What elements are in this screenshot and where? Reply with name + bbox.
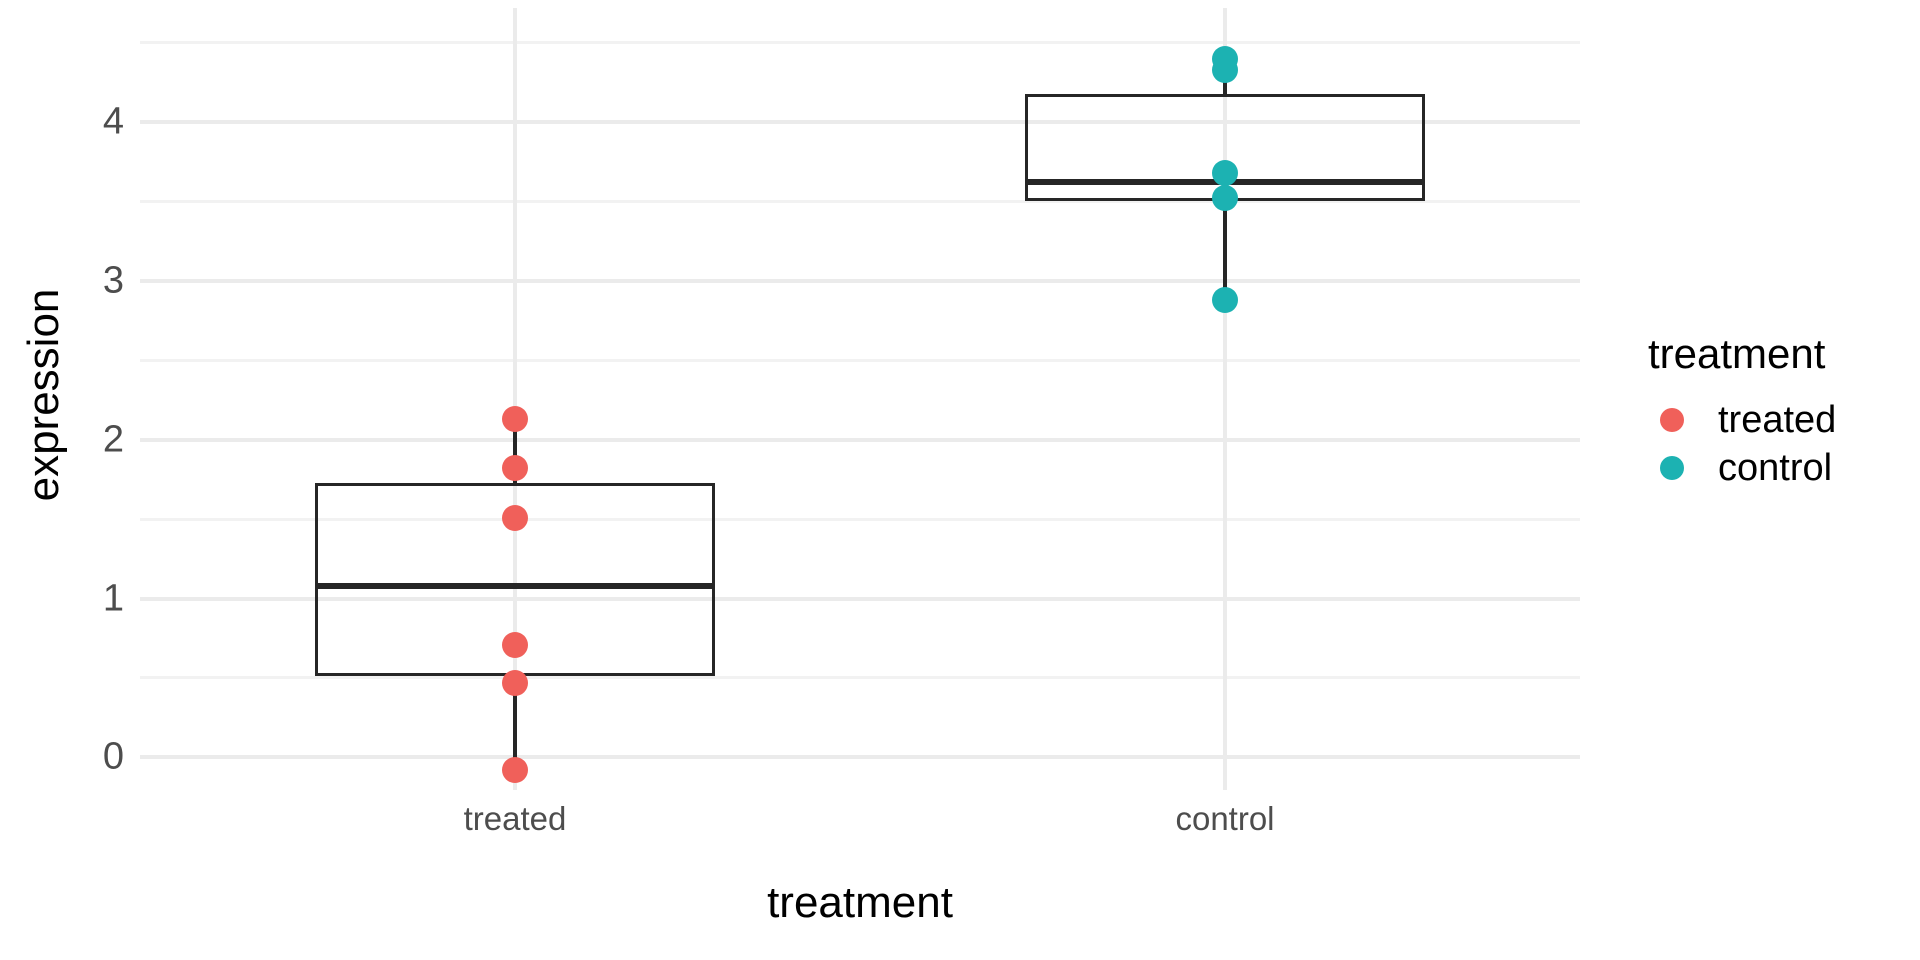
gridline-minor xyxy=(140,358,1580,362)
boxplot-median-treated xyxy=(315,582,715,589)
gridline-minor xyxy=(140,676,1580,680)
gridline-minor xyxy=(140,200,1580,203)
plot-panel xyxy=(140,8,1580,790)
legend-key-icon xyxy=(1648,396,1696,444)
x-axis-title: treatment xyxy=(767,878,953,927)
legend-item-treated[interactable]: treated xyxy=(1648,396,1920,444)
y-tick-label: 0 xyxy=(102,735,124,778)
gridline-major xyxy=(140,437,1580,442)
data-point-control xyxy=(1212,159,1238,186)
gridline-major xyxy=(140,120,1580,125)
data-point-treated xyxy=(502,406,528,433)
legend-dot-icon xyxy=(1660,408,1684,432)
gridline-major xyxy=(140,755,1580,760)
whisker-lower-control xyxy=(1223,201,1227,300)
data-point-treated xyxy=(502,669,528,696)
y-axis-title-text: expression xyxy=(19,288,68,502)
data-point-treated xyxy=(502,504,528,531)
y-tick-label: 1 xyxy=(102,577,124,619)
gridline-major xyxy=(140,596,1580,601)
data-point-treated xyxy=(502,631,528,658)
x-tick-label-treated: treated xyxy=(463,800,567,837)
whisker-lower-treated xyxy=(513,676,517,770)
x-tick-label-control: control xyxy=(1175,800,1275,837)
legend-item-label: control xyxy=(1718,446,1833,489)
gridline-minor xyxy=(140,517,1580,521)
data-point-control xyxy=(1212,286,1238,313)
gridline-major xyxy=(140,278,1580,283)
y-tick-label: 4 xyxy=(102,100,124,143)
legend-items: treated control xyxy=(1648,396,1920,492)
y-tick-label: 2 xyxy=(102,418,124,461)
gridline-vertical-control xyxy=(1223,8,1227,790)
gridline-vertical-treated xyxy=(513,8,517,790)
whisker-upper-treated xyxy=(513,419,517,483)
gridline-minor xyxy=(140,41,1580,45)
legend-dot-icon xyxy=(1660,456,1684,480)
data-point-control xyxy=(1212,185,1238,212)
legend-title: treatment xyxy=(1648,330,1826,377)
y-tick-label: 3 xyxy=(102,259,124,302)
data-point-control xyxy=(1212,56,1238,83)
data-point-treated xyxy=(502,757,528,783)
legend-key-icon xyxy=(1648,444,1696,492)
data-point-treated xyxy=(502,455,528,482)
legend-item-control[interactable]: control xyxy=(1648,444,1920,492)
legend: treatment treated control xyxy=(1648,330,1920,492)
legend-item-label: treated xyxy=(1718,398,1837,441)
